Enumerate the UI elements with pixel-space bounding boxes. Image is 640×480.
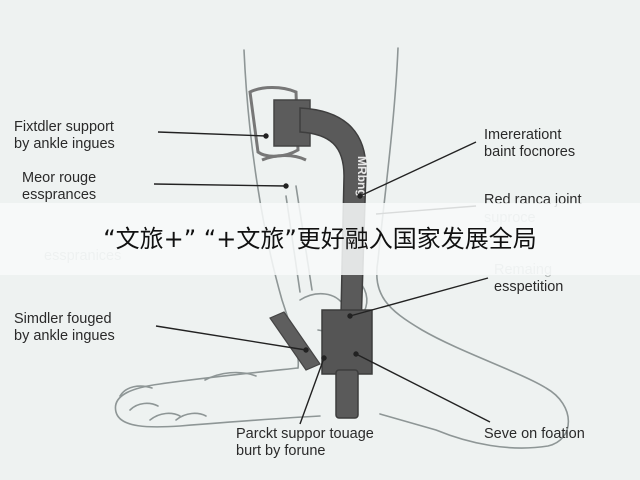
label-esspetition: esspetition	[494, 279, 564, 295]
label-seve-on-foation: Seve on foation	[484, 426, 585, 442]
label-line: by ankle ingues	[14, 328, 115, 344]
label-imererationt: Imererationt baint focnores	[484, 127, 575, 161]
label-line: baint focnores	[484, 144, 576, 160]
label-fixtdler-support: Fixtdler support by ankle ingues	[14, 119, 115, 153]
foot-strap	[269, 311, 321, 371]
lower-post	[335, 369, 359, 419]
label-line: burt by forune	[236, 443, 326, 459]
brace-brand-text: MRbng	[355, 156, 369, 197]
label-line: Meor rouge	[22, 170, 97, 186]
label-meor-rouge: Meor rouge essprances	[22, 170, 96, 204]
label-line: Fixtdler support	[14, 119, 114, 135]
ankle-hinge-block	[321, 309, 373, 375]
ankle-brace: MRbng	[248, 86, 373, 419]
label-line: Imererationt	[484, 127, 562, 143]
label-line: Simdler fouged	[14, 311, 112, 327]
label-parckt-suppor: Parckt suppor touage burt by forune	[236, 426, 374, 460]
banner-text: “文旅+” “+文旅”更好融入国家发展全局	[103, 225, 537, 253]
label-line: Parckt suppor touage	[236, 426, 374, 442]
label-line: by ankle ingues	[14, 136, 115, 152]
upper-strap	[248, 86, 300, 158]
overlay-banner	[0, 203, 640, 275]
label-simdler-fouged: Simdler fouged by ankle ingues	[14, 311, 115, 345]
label-line: essprances	[22, 187, 97, 203]
